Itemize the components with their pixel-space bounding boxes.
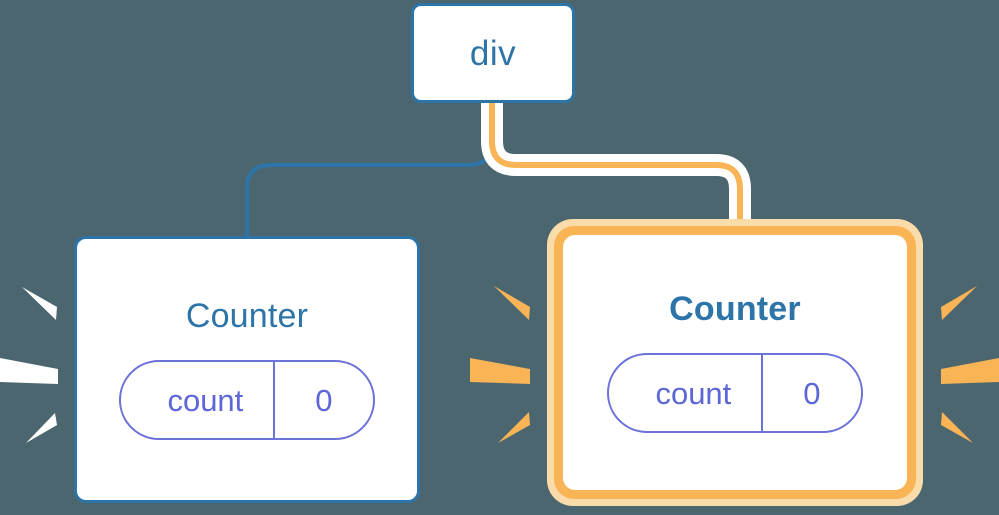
node-counter-right[interactable]: Counter count 0 xyxy=(563,235,907,490)
state-value-label: 0 xyxy=(273,362,372,438)
edge-div-to-counter-right xyxy=(489,100,743,232)
node-counter-right-highlight-ring: Counter count 0 xyxy=(554,226,916,499)
node-counter-right-glow: Counter count 0 xyxy=(547,219,923,506)
state-key-label: count xyxy=(655,375,732,411)
node-div-label: div xyxy=(469,33,517,73)
state-value-label: 0 xyxy=(761,355,860,431)
state-key-label: count xyxy=(167,382,244,418)
state-pill-counter-right[interactable]: count 0 xyxy=(607,353,863,433)
node-counter-right-body: Counter count 0 xyxy=(563,235,907,490)
burst-right-counter-right xyxy=(941,286,999,443)
node-counter-left-body: Counter count 0 xyxy=(77,239,417,500)
node-counter-left[interactable]: Counter count 0 xyxy=(74,236,420,503)
burst-left-counter-left xyxy=(0,287,58,443)
node-counter-left-title: Counter xyxy=(185,297,309,335)
state-pill-counter-left[interactable]: count 0 xyxy=(119,360,375,440)
edge-div-to-counter-left xyxy=(245,98,494,240)
node-counter-right-title: Counter xyxy=(669,290,801,328)
node-div[interactable]: div xyxy=(411,3,575,103)
burst-left-counter-right xyxy=(470,286,530,443)
